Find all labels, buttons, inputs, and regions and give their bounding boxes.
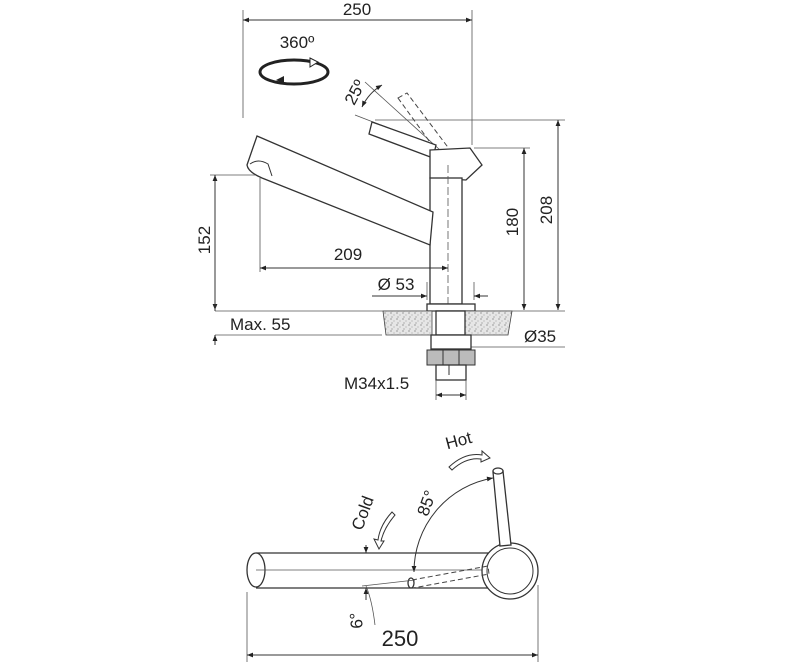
spout-reach-dimension: 209 <box>259 178 448 272</box>
lever-tilt-label: 25º <box>341 77 370 108</box>
hot-label: Hot <box>443 428 474 453</box>
top-width-label: 250 <box>382 626 419 651</box>
lever <box>368 121 437 159</box>
mixer-head <box>429 147 483 181</box>
spout-top <box>256 552 491 589</box>
base-diameter-dimension: Ø 53 <box>372 275 488 300</box>
rotation-indicator: 360º <box>258 33 330 86</box>
faucet-body <box>429 177 463 305</box>
cold-angle-label: 6° <box>346 612 366 630</box>
base-diameter-label: Ø 53 <box>378 275 415 294</box>
lever-height-dimension: 180 <box>474 147 530 310</box>
rotation-arrow-icon <box>309 57 320 68</box>
total-height-dimension: 208 <box>375 119 565 310</box>
lever-height-label: 180 <box>503 208 522 236</box>
top-view: 6° 85° Cold Hot 250 <box>246 428 539 662</box>
worktop: Max. 55 <box>212 300 565 345</box>
width-label: 250 <box>343 0 371 19</box>
mounting-nut <box>426 334 476 381</box>
spout-height-label: 152 <box>195 226 214 254</box>
spout-reach-label: 209 <box>334 245 362 264</box>
top-width-dimension: 250 <box>246 585 539 662</box>
total-height-label: 208 <box>537 196 556 224</box>
hot-arrow-icon <box>448 449 491 471</box>
width-dimension: 250 <box>242 0 473 145</box>
lever-hot-position <box>492 470 512 547</box>
spout <box>246 135 434 246</box>
lever-angle-label: 85° <box>414 488 441 519</box>
spout-outlet <box>249 160 273 177</box>
rotation-arrow-icon <box>276 76 284 84</box>
body-top <box>481 542 539 600</box>
spout-height-dimension: 152 <box>195 174 255 310</box>
thread-label: M34x1.5 <box>344 374 409 393</box>
hole-diameter-label: Ø35 <box>524 327 556 346</box>
thread-dimension: M34x1.5 <box>344 374 467 400</box>
base-rose <box>426 303 476 312</box>
rotation-label: 360º <box>280 33 315 52</box>
max-worktop-label: Max. 55 <box>230 315 290 334</box>
cold-label: Cold <box>348 493 378 532</box>
side-view: 250 360º 25º 152 <box>195 0 565 400</box>
lever-angle-arc <box>411 476 494 573</box>
cold-arrow-icon <box>373 511 396 551</box>
